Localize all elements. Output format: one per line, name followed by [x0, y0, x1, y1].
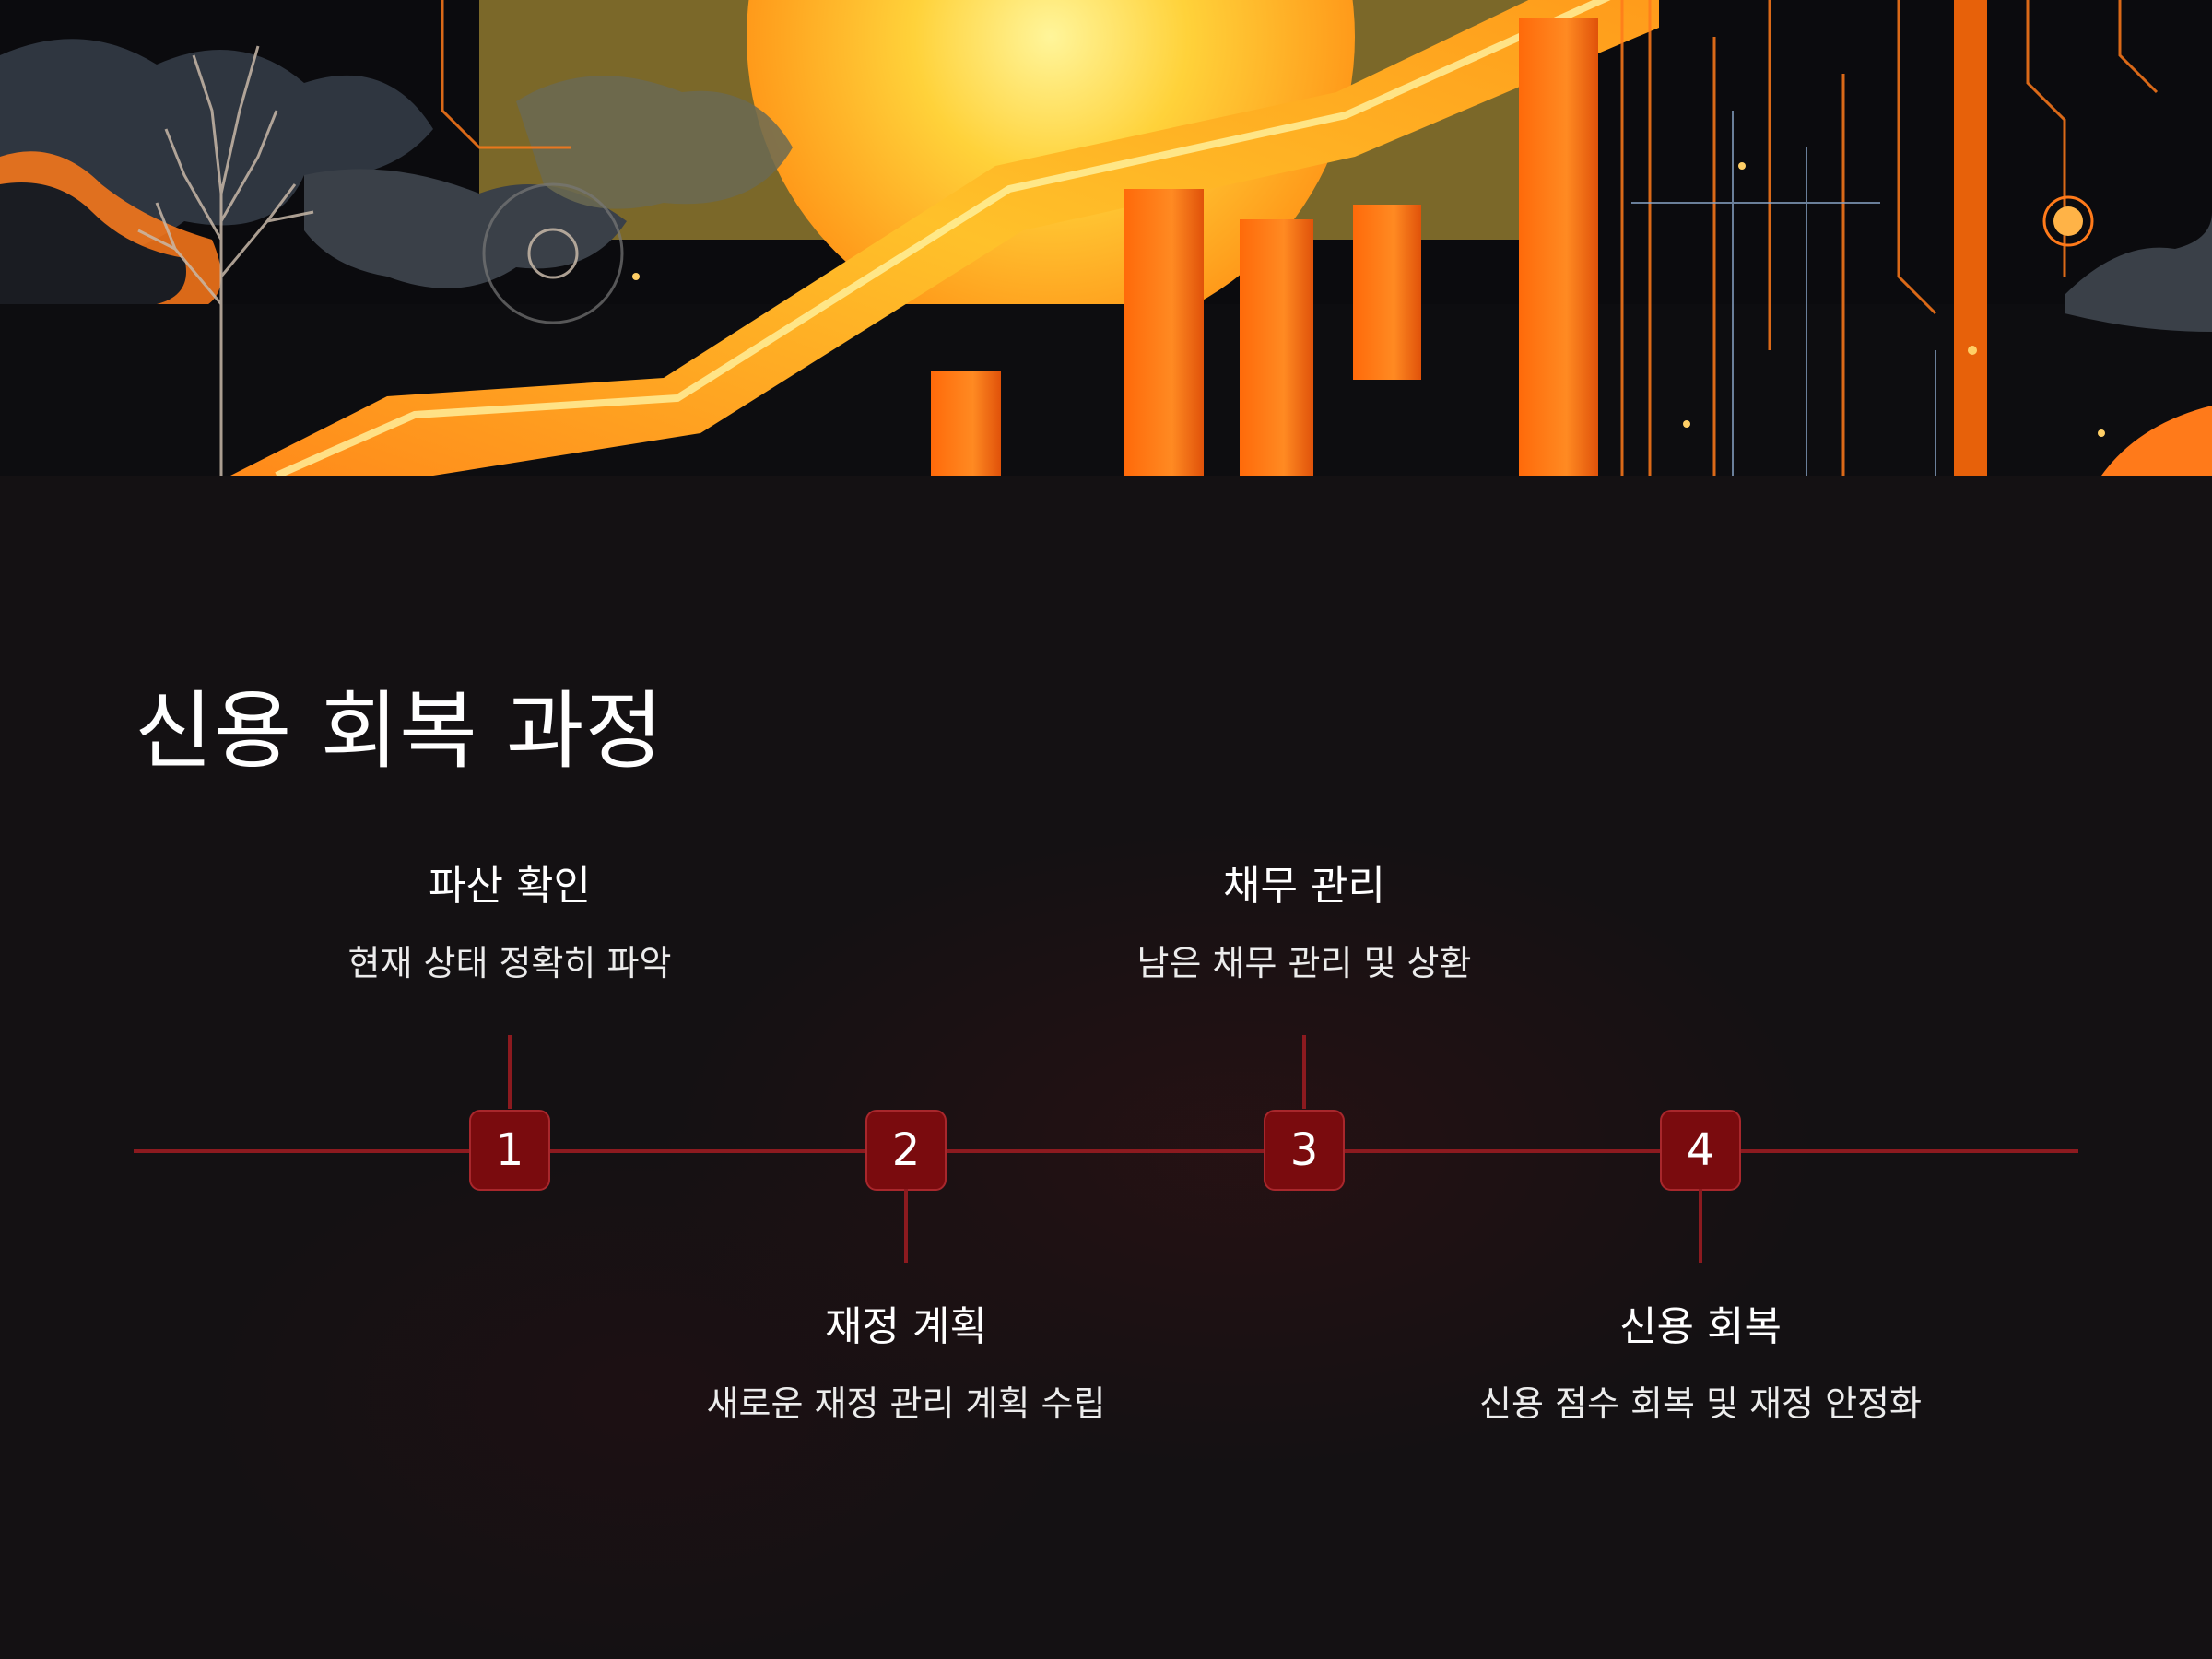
hero-illustration-graphic	[0, 0, 2212, 476]
page-title: 신용 회복 과정	[135, 682, 665, 781]
step-2-marker: 2	[865, 1110, 947, 1191]
step-1-marker: 1	[469, 1110, 550, 1191]
step-4-text: 신용 회복 신용 점수 회복 및 재정 안정화	[1424, 1303, 1977, 1424]
timeline-line	[134, 1149, 2078, 1153]
bar-shape	[931, 371, 1001, 476]
step-4-description: 신용 점수 회복 및 재정 안정화	[1479, 1383, 1922, 1424]
bar-shape	[1240, 219, 1313, 476]
step-1-connector	[508, 1035, 512, 1109]
step-3-title: 채무 관리	[1223, 863, 1385, 910]
step-4-title: 신용 회복	[1619, 1303, 1782, 1350]
bar-shape	[1353, 205, 1421, 380]
step-2-text: 재정 계획 새로운 재정 관리 계획 수립	[629, 1303, 1182, 1424]
content-section	[0, 476, 2212, 1659]
step-2-title: 재정 계획	[825, 1303, 987, 1350]
bar-shape	[1519, 18, 1598, 476]
step-2-description: 새로운 재정 관리 계획 수립	[706, 1383, 1106, 1424]
step-3-marker: 3	[1264, 1110, 1345, 1191]
step-4-connector	[1699, 1189, 1702, 1263]
step-3-text: 채무 관리 남은 채무 관리 및 상환	[1028, 863, 1581, 983]
step-2-connector	[904, 1189, 908, 1263]
step-1-description: 현재 상태 정확히 파악	[347, 943, 672, 983]
bar-shape	[1124, 189, 1204, 476]
step-4-marker: 4	[1660, 1110, 1741, 1191]
step-1-text: 파산 확인 현재 상태 정확히 파악	[233, 863, 786, 983]
step-3-connector	[1302, 1035, 1306, 1109]
staircase-shape	[230, 0, 1659, 476]
tree-shape	[137, 45, 314, 476]
step-3-description: 남은 채무 관리 및 상환	[1136, 943, 1472, 983]
hero-illustration	[0, 0, 2212, 476]
step-1-title: 파산 확인	[429, 863, 591, 910]
